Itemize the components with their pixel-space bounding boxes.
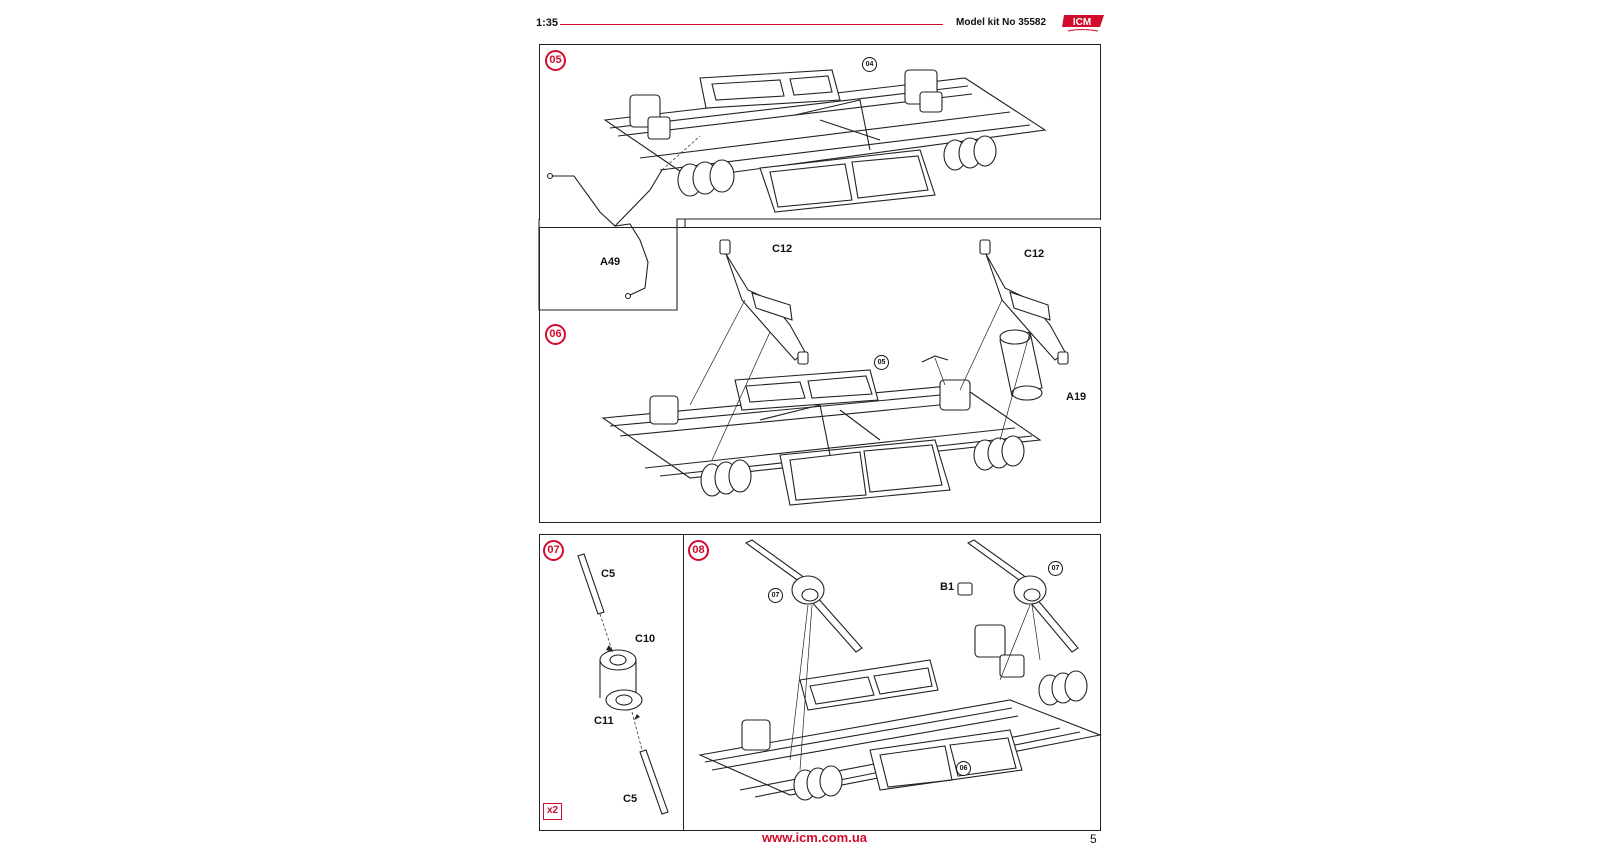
website-link[interactable]: www.icm.com.ua [762,830,867,845]
ref-07-left-badge: 07 [768,588,783,603]
quantity-x2-badge: x2 [543,803,562,820]
ref-04-badge: 04 [862,57,877,72]
step-07-badge: 07 [543,540,564,561]
part-c5-bottom-label: C5 [623,793,638,805]
part-b1-label: B1 [940,581,955,593]
scale-label: 1:35 [536,17,559,29]
icm-logo: ICM [1062,12,1106,34]
step05-chassis [546,69,1047,300]
step06-chassis [601,239,1069,506]
part-c12-left-label: C12 [772,243,793,255]
part-a19-label: A19 [1066,391,1087,403]
part-c12-right-label: C12 [1024,248,1045,260]
step-07-frame [539,534,684,831]
ref-07-right-badge: 07 [1048,561,1063,576]
part-c5-top-label: C5 [601,568,616,580]
step-05-badge: 05 [545,50,566,71]
ref-06-badge: 06 [956,761,971,776]
part-a49-label: A49 [600,256,621,268]
header-rule [560,24,943,25]
step08-chassis [698,539,1102,801]
step07-driveshaft [577,553,669,815]
step-08-badge: 08 [688,540,709,561]
step-06-badge: 06 [545,324,566,345]
part-c11-label: C11 [594,715,614,727]
page-number: 5 [1090,832,1097,846]
svg-text:ICM: ICM [1073,17,1091,28]
ref-05-badge: 05 [874,355,889,370]
model-kit-label: Model kit No 35582 [956,17,1047,28]
part-c10-label: C10 [635,633,656,645]
